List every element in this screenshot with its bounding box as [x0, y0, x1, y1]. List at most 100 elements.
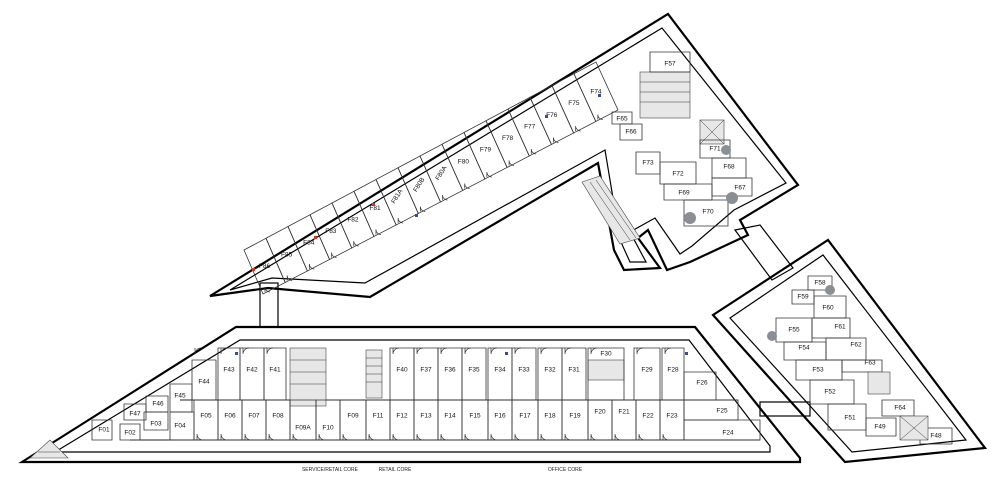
room-f24[interactable]: F24: [683, 419, 761, 441]
room-f34[interactable]: F34: [487, 347, 513, 401]
room-outline[interactable]: [289, 399, 317, 441]
room-f23[interactable]: F23: [659, 399, 685, 441]
room-outline[interactable]: [119, 423, 141, 441]
room-outline[interactable]: [365, 399, 391, 441]
room-f28[interactable]: F28: [661, 347, 685, 401]
room-f57[interactable]: F57: [649, 51, 691, 73]
room-f30[interactable]: F30: [587, 347, 625, 401]
room-f62[interactable]: F62: [825, 337, 867, 361]
room-outline[interactable]: [511, 347, 537, 401]
room-outline[interactable]: [217, 399, 243, 441]
room-f40[interactable]: F40: [389, 347, 415, 401]
room-f35[interactable]: F35: [461, 347, 487, 401]
room-outline[interactable]: [461, 347, 487, 401]
room-f02[interactable]: F02: [119, 423, 141, 441]
room-f67[interactable]: F67: [711, 177, 753, 197]
room-f36[interactable]: F36: [437, 347, 463, 401]
room-outline[interactable]: [265, 399, 291, 441]
room-f63[interactable]: F63: [841, 359, 883, 373]
room-outline[interactable]: [683, 199, 729, 227]
room-outline[interactable]: [437, 347, 463, 401]
room-f53[interactable]: F53: [795, 359, 843, 381]
room-f26[interactable]: F26: [683, 371, 717, 401]
room-outline[interactable]: [711, 177, 753, 197]
room-outline[interactable]: [389, 347, 415, 401]
room-outline[interactable]: [389, 399, 415, 441]
room-f14[interactable]: F14: [437, 399, 463, 441]
room-f04[interactable]: F04: [169, 411, 195, 441]
room-f19[interactable]: F19: [561, 399, 589, 441]
room-outline[interactable]: [461, 399, 489, 441]
room-f70[interactable]: F70: [683, 199, 729, 227]
room-f16[interactable]: F16: [487, 399, 513, 441]
room-f69[interactable]: F69: [663, 183, 713, 201]
room-f42[interactable]: F42: [239, 347, 265, 401]
room-outline[interactable]: [573, 61, 619, 123]
room-outline[interactable]: [413, 399, 439, 441]
room-outline[interactable]: [413, 347, 439, 401]
room-outline[interactable]: [437, 399, 463, 441]
room-outline[interactable]: [683, 419, 761, 441]
room-f51[interactable]: F51: [827, 403, 867, 431]
room-outline[interactable]: [123, 403, 147, 421]
room-outline[interactable]: [537, 347, 563, 401]
room-outline[interactable]: [511, 399, 539, 441]
room-outline[interactable]: [635, 399, 661, 441]
room-outline[interactable]: [241, 399, 267, 441]
room-f68[interactable]: F68: [711, 157, 747, 179]
room-f12[interactable]: F12: [389, 399, 415, 441]
room-f47[interactable]: F47: [123, 403, 147, 421]
room-f43[interactable]: F43: [217, 347, 241, 401]
room-f61[interactable]: F61: [811, 317, 851, 339]
room-f10[interactable]: F10: [315, 399, 341, 441]
room-f73[interactable]: F73: [635, 151, 661, 175]
room-outline[interactable]: [587, 399, 613, 441]
room-f60[interactable]: F60: [813, 295, 847, 319]
room-f52[interactable]: F52: [809, 379, 855, 405]
room-outline[interactable]: [633, 347, 661, 401]
room-f32[interactable]: F32: [537, 347, 563, 401]
room-f72[interactable]: F72: [659, 161, 697, 185]
room-f15[interactable]: F15: [461, 399, 489, 441]
room-f21[interactable]: F21: [611, 399, 637, 441]
room-f25[interactable]: F25: [683, 399, 739, 421]
room-outline[interactable]: [865, 417, 897, 437]
room-f08[interactable]: F08: [265, 399, 291, 441]
room-f44[interactable]: F44: [191, 359, 217, 401]
room-f18[interactable]: F18: [537, 399, 563, 441]
room-f22[interactable]: F22: [635, 399, 661, 441]
room-outline[interactable]: [561, 399, 589, 441]
room-outline[interactable]: [217, 347, 241, 401]
room-f06[interactable]: F06: [217, 399, 243, 441]
room-outline[interactable]: [661, 347, 685, 401]
room-outline[interactable]: [239, 347, 265, 401]
room-f09a[interactable]: F09A: [289, 399, 317, 441]
room-f03[interactable]: F03: [143, 411, 169, 431]
room-outline[interactable]: [611, 399, 637, 441]
room-f37[interactable]: F37: [413, 347, 439, 401]
room-f17[interactable]: F17: [511, 399, 539, 441]
room-f13[interactable]: F13: [413, 399, 439, 441]
room-f59[interactable]: F59: [791, 289, 815, 305]
room-outline[interactable]: [91, 419, 113, 441]
room-outline[interactable]: [537, 399, 563, 441]
room-f41[interactable]: F41: [263, 347, 287, 401]
room-f07[interactable]: F07: [241, 399, 267, 441]
room-f45[interactable]: F45: [169, 383, 193, 413]
room-f55[interactable]: F55: [775, 317, 813, 343]
room-outline[interactable]: [193, 399, 219, 441]
room-outline[interactable]: [649, 51, 691, 73]
room-outline[interactable]: [487, 399, 513, 441]
room-outline[interactable]: [841, 359, 883, 373]
room-f11[interactable]: F11: [365, 399, 391, 441]
room-f20[interactable]: F20: [587, 399, 613, 441]
room-f64[interactable]: F64: [881, 399, 915, 417]
room-outline[interactable]: [263, 347, 287, 401]
room-f49[interactable]: F49: [865, 417, 897, 437]
room-f46[interactable]: F46: [145, 395, 169, 413]
room-f65[interactable]: F65: [611, 111, 633, 125]
room-outline[interactable]: [339, 399, 367, 441]
room-outline[interactable]: [315, 399, 341, 441]
room-outline[interactable]: [561, 347, 587, 401]
room-f31[interactable]: F31: [561, 347, 587, 401]
